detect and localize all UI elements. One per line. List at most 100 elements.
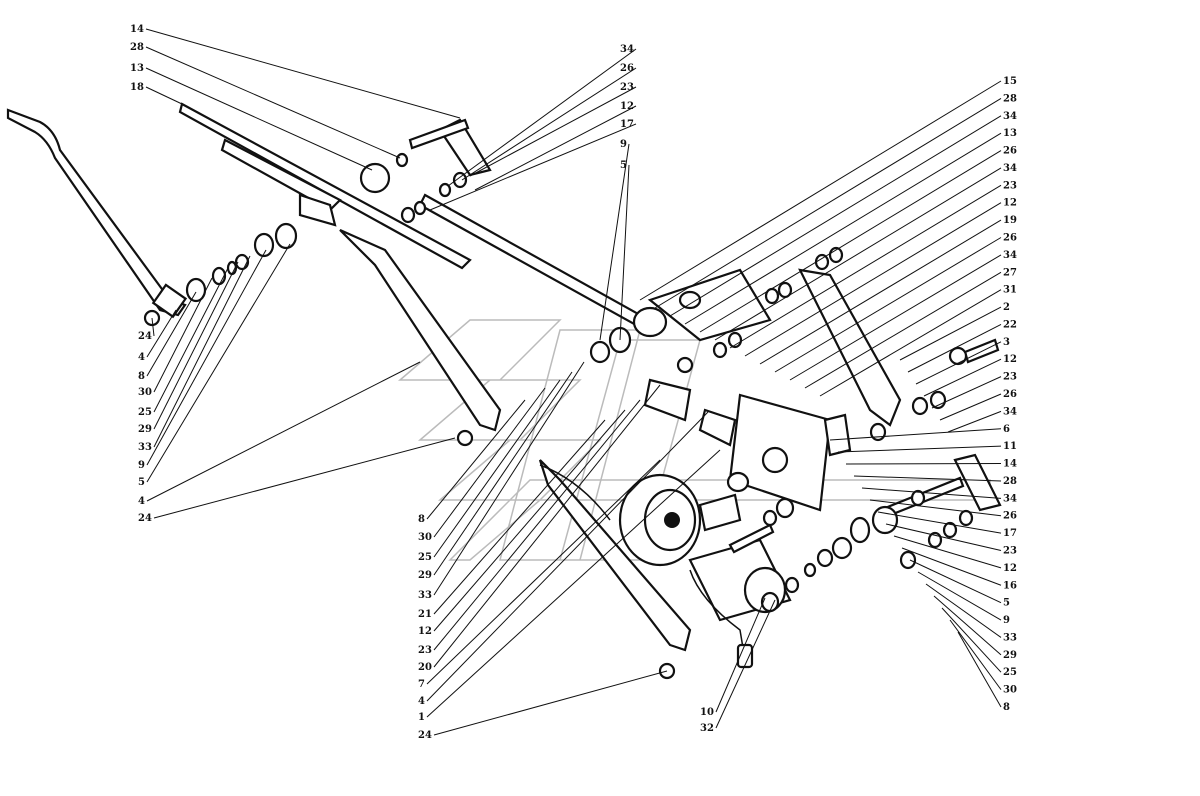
part-number-label: 12 <box>418 626 432 637</box>
leader-line <box>699 150 1002 333</box>
part-number-label: 11 <box>1003 441 1017 452</box>
leader-line <box>433 384 661 668</box>
leader-line <box>145 28 461 119</box>
leader-line <box>153 277 213 393</box>
part-number-label: 12 <box>620 101 634 112</box>
center-pivot <box>589 290 743 374</box>
part-number-label: 34 <box>620 44 634 55</box>
leader-line <box>715 597 766 713</box>
leader-line <box>654 97 1002 309</box>
part-number-label: 26 <box>1003 233 1017 244</box>
leader-line <box>145 86 183 105</box>
part-number-label: 12 <box>1003 198 1017 209</box>
leader-line <box>715 599 776 729</box>
leader-line <box>901 547 1002 586</box>
part-number-label: 6 <box>1003 424 1010 435</box>
leader-line <box>804 271 1002 389</box>
leader-line <box>433 361 585 596</box>
leader-line <box>774 237 1002 373</box>
part-number-label: 13 <box>130 63 144 74</box>
motor-fasteners <box>728 497 871 594</box>
part-number-label: 10 <box>700 707 714 718</box>
part-number-label: 34 <box>1003 493 1017 504</box>
part-number-label: 30 <box>418 532 432 543</box>
part-number-label: 23 <box>1003 546 1017 557</box>
leader-line <box>957 631 1002 708</box>
leader-line <box>941 607 1002 673</box>
leader-line <box>939 393 1002 421</box>
part-number-label: 9 <box>620 139 627 150</box>
part-number-label: 22 <box>1003 319 1017 330</box>
part-number-label: 9 <box>138 460 145 471</box>
left-wiper-arm <box>6 108 188 327</box>
leader-line <box>433 379 561 558</box>
left-pivot-bracket <box>359 118 492 224</box>
part-number-label: 26 <box>620 63 634 74</box>
part-number-label: 34 <box>1003 250 1017 261</box>
part-number-label: 24 <box>138 513 152 524</box>
leader-line <box>447 48 637 187</box>
motor-mounting-plate <box>643 378 852 512</box>
leader-line <box>915 341 1002 385</box>
part-number-label: 5 <box>1003 598 1010 609</box>
leader-line <box>146 361 421 502</box>
right-pivot-bracket <box>871 453 1002 570</box>
leader-line <box>433 419 606 615</box>
leader-line <box>151 317 155 337</box>
part-number-label: 23 <box>620 82 634 93</box>
leader-line <box>153 437 456 519</box>
leader-line <box>923 358 1002 397</box>
leader-line <box>599 143 630 341</box>
part-number-label: 21 <box>418 609 432 620</box>
part-number-label: 26 <box>1003 511 1017 522</box>
leader-line <box>429 123 637 211</box>
leader-line <box>917 571 1002 621</box>
part-number-label: 14 <box>130 24 144 35</box>
part-number-label: 25 <box>138 407 152 418</box>
leader-line <box>899 306 1002 361</box>
part-number-label: 17 <box>1003 528 1017 539</box>
part-number-label: 25 <box>418 552 432 563</box>
left-washers <box>185 222 298 303</box>
part-number-label: 30 <box>1003 685 1017 696</box>
leader-line <box>426 411 709 702</box>
leader-line <box>426 459 661 685</box>
part-number-label: 20 <box>418 662 432 673</box>
part-number-label: 34 <box>1003 406 1017 417</box>
part-number-label: 30 <box>138 387 152 398</box>
part-number-label: 34 <box>1003 111 1017 122</box>
part-number-label: 26 <box>1003 146 1017 157</box>
leader-line <box>853 475 1002 482</box>
part-number-label: 4 <box>418 696 425 707</box>
leader-line <box>885 523 1002 551</box>
part-number-label: 1 <box>418 712 425 723</box>
leader-line <box>949 619 1002 690</box>
part-number-label: 26 <box>1003 389 1017 400</box>
leader-line <box>153 255 251 448</box>
part-number-label: 5 <box>138 477 145 488</box>
leader-line <box>461 67 637 181</box>
leader-line <box>145 67 373 171</box>
leader-line <box>146 291 197 377</box>
part-number-label: 23 <box>1003 180 1017 191</box>
leader-line <box>146 309 177 358</box>
part-number-label: 23 <box>1003 372 1017 383</box>
part-callouts: 1428131824483025293395424342623121795830… <box>130 24 1017 741</box>
leader-line <box>714 167 1002 341</box>
leader-line <box>153 261 239 430</box>
part-number-label: 25 <box>1003 667 1017 678</box>
leader-line <box>819 289 1002 397</box>
leader-line <box>433 409 626 632</box>
part-number-label: 3 <box>1003 337 1010 348</box>
leader-line <box>729 184 1002 349</box>
leader-line <box>619 164 630 341</box>
part-number-label: 4 <box>138 496 145 507</box>
leader-line <box>744 202 1002 357</box>
part-number-label: 23 <box>418 645 432 656</box>
leader-line <box>893 535 1002 569</box>
leader-line <box>947 410 1002 433</box>
leader-line <box>869 499 1002 517</box>
leader-line <box>426 399 526 520</box>
leader-line <box>933 595 1002 656</box>
part-number-label: 29 <box>418 570 432 581</box>
